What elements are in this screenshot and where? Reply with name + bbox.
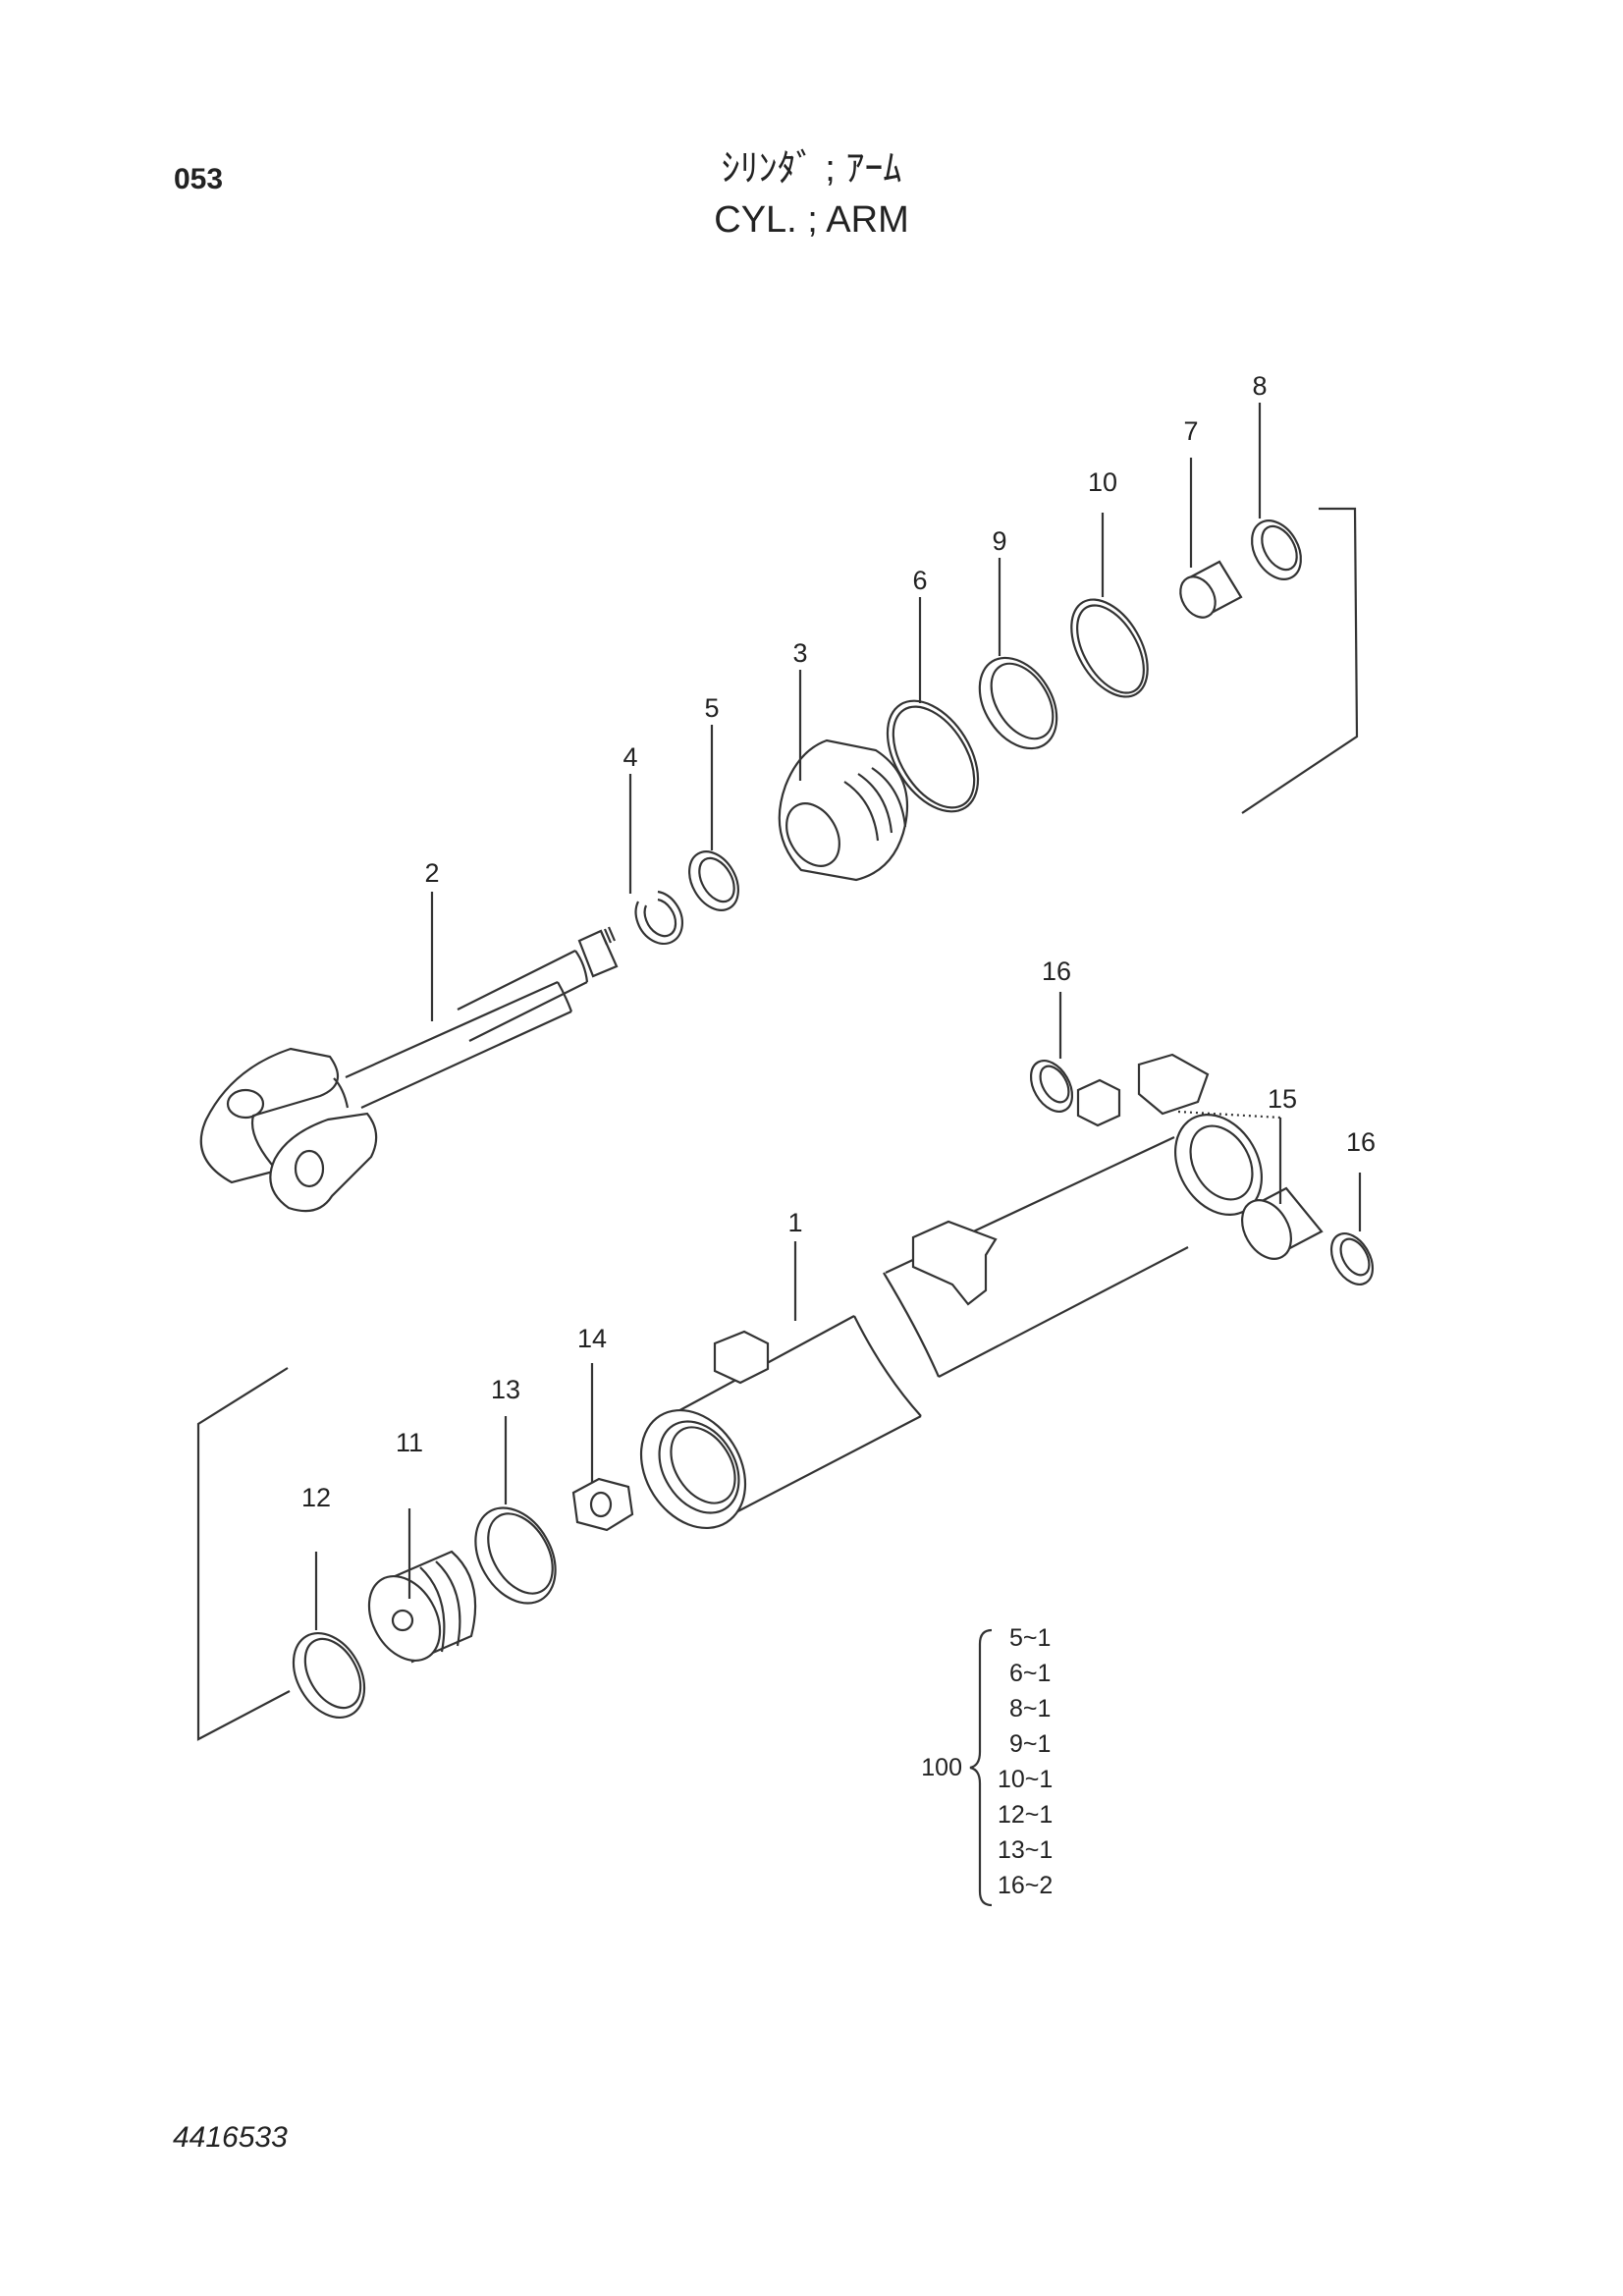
part-3-rod-cover	[778, 738, 909, 882]
callout-16-right: 16	[1346, 1127, 1376, 1157]
title-english: CYL. ; ARM	[714, 199, 909, 241]
kit-brace	[969, 1628, 993, 1907]
callout-12: 12	[301, 1483, 331, 1512]
part-5-ring	[688, 850, 739, 911]
part-9-backup-ring	[978, 656, 1058, 750]
part-6-o-ring	[886, 699, 980, 813]
kit-number: 100	[921, 1754, 962, 1781]
callout-16-upper: 16	[1042, 957, 1071, 986]
part-2-piston-rod	[199, 926, 619, 1213]
callout-9: 9	[992, 526, 1006, 556]
callout-2: 2	[424, 858, 439, 888]
kit-item: 12~1	[998, 1801, 1053, 1829]
title-japanese: ｼﾘﾝﾀﾞ ; ｱｰﾑ	[721, 148, 902, 190]
part-10-o-ring	[1070, 598, 1149, 698]
upper-group-bracket	[1241, 507, 1359, 814]
kit-item: 8~1	[1009, 1695, 1051, 1722]
callout-15: 15	[1268, 1084, 1297, 1114]
callout-6: 6	[912, 566, 927, 595]
part-7-bushing	[1179, 560, 1243, 619]
kit-item: 16~2	[998, 1872, 1053, 1899]
callout-8: 8	[1252, 371, 1267, 401]
callout-4: 4	[622, 742, 637, 772]
kit-item: 10~1	[998, 1766, 1053, 1793]
callout-labels: 1 2 3 4 5 6 7 8 9 10 11 12 13 14 15 16 1…	[301, 371, 1376, 1512]
kit-item-list: 5~1 6~1 8~1 9~1 10~1 12~1 13~1 16~2	[998, 1624, 1053, 1899]
part-14-nut	[571, 1477, 634, 1532]
callout-14: 14	[577, 1324, 607, 1353]
callout-3: 3	[792, 638, 807, 668]
part-8-seal	[1251, 519, 1302, 580]
document-number: 4416533	[173, 2121, 288, 2154]
part-15-bushing	[1241, 1186, 1324, 1260]
kit-item: 13~1	[998, 1836, 1053, 1864]
part-16-seal-upper	[1029, 1060, 1074, 1113]
lower-group-bracket	[196, 1367, 291, 1741]
part-1-cylinder-tube	[639, 1053, 1264, 1530]
page-code: 053	[174, 163, 224, 195]
part-16-seal-right	[1329, 1232, 1375, 1285]
leader-lines	[314, 403, 1362, 1630]
part-12-seal	[292, 1631, 366, 1720]
part-11-piston	[367, 1550, 477, 1664]
kit-item: 5~1	[1009, 1624, 1051, 1652]
kit-item: 9~1	[1009, 1730, 1051, 1758]
callout-10: 10	[1088, 467, 1117, 497]
kit-item: 6~1	[1009, 1660, 1051, 1687]
callout-7: 7	[1183, 416, 1198, 446]
callout-5: 5	[704, 693, 719, 723]
callout-11: 11	[396, 1428, 423, 1457]
callout-1: 1	[787, 1208, 802, 1237]
callout-13: 13	[491, 1375, 520, 1404]
part-13-wear-ring	[474, 1506, 557, 1605]
part-4-snap-ring	[634, 890, 683, 945]
